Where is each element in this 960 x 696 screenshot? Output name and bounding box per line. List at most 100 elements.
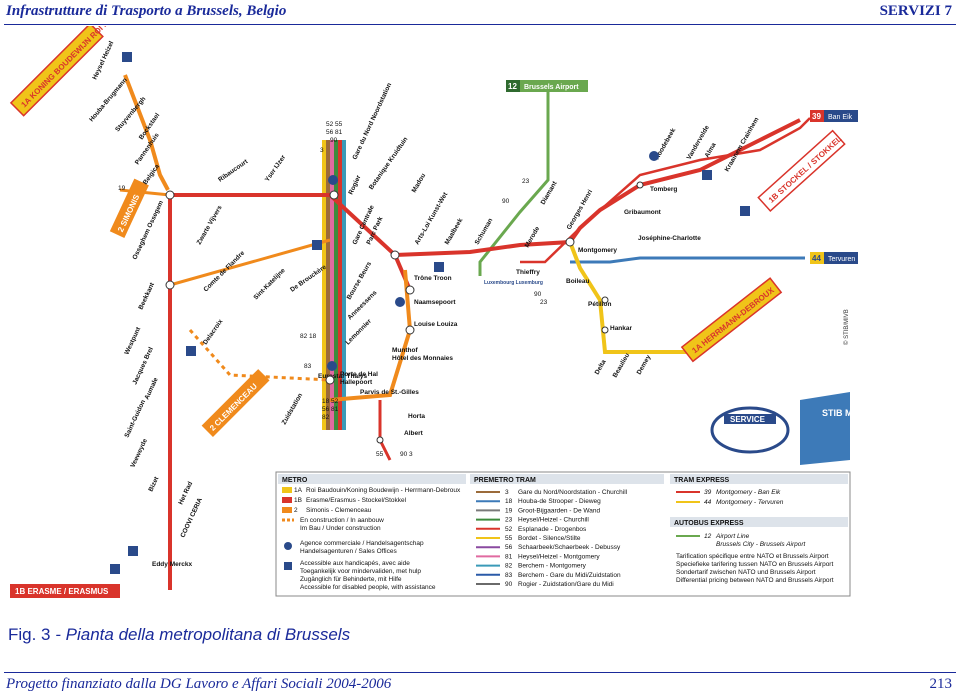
svg-text:TRAM EXPRESS: TRAM EXPRESS [674, 477, 730, 484]
line-1-east [394, 118, 801, 257]
terminal-clemenceau: 2 CLEMENCEAU [201, 369, 270, 437]
svg-text:1B STOCKEL / STOKKEL: 1B STOCKEL / STOKKEL [767, 134, 844, 204]
svg-text:Airport Line: Airport Line [715, 533, 750, 540]
badge-banelk: 39 Ban Eik [810, 110, 858, 122]
svg-text:19: 19 [118, 185, 126, 192]
svg-text:Trône Troon: Trône Troon [414, 275, 452, 282]
svg-text:39: 39 [812, 112, 821, 121]
svg-text:Sondertarif zwischen NATO und: Sondertarif zwischen NATO und Brussels A… [676, 569, 816, 576]
footer-text: Progetto finanziato dalla DG Lavoro e Af… [6, 676, 392, 692]
svg-text:Hankar: Hankar [610, 325, 633, 332]
svg-text:1A: 1A [294, 487, 303, 494]
svg-text:Lemonnier: Lemonnier [344, 318, 373, 347]
svg-text:Delacroix: Delacroix [202, 318, 225, 346]
svg-text:AUTOBUS EXPRESS: AUTOBUS EXPRESS [674, 520, 744, 527]
svg-text:Heysel Heizel: Heysel Heizel [91, 40, 115, 81]
svg-text:Zuidstation: Zuidstation [281, 392, 305, 426]
tram-legend-number: 23 [505, 517, 513, 524]
svg-text:Horta: Horta [408, 413, 425, 420]
svg-text:Accessible aux handicapés, ave: Accessible aux handicapés, avec aide [300, 560, 410, 567]
svg-text:Tervuren: Tervuren [828, 256, 855, 263]
terminal-stockel: 1B STOCKEL / STOKKEL [757, 129, 846, 213]
tram-legend-text: Bordet - Silence/Stilte [518, 535, 581, 542]
svg-text:44: 44 [704, 499, 712, 506]
svg-text:Ban Eik: Ban Eik [828, 114, 853, 121]
svg-text:Luxembourg Luxemburg: Luxembourg Luxemburg [484, 280, 543, 286]
svg-text:Madou: Madou [411, 172, 428, 194]
tram-legend-number: 83 [505, 572, 513, 579]
svg-text:Erasme/Erasmus - Stockel/Stokk: Erasme/Erasmus - Stockel/Stokkel [306, 497, 407, 504]
svg-text:Stuyvenbergh: Stuyvenbergh [114, 96, 147, 134]
wheelchair-icon [110, 52, 750, 574]
svg-text:Beekkant: Beekkant [137, 281, 156, 311]
tram-legend-number: 90 [505, 581, 513, 588]
stib-logo: STIB MIVB [800, 392, 868, 465]
svg-text:Zwarte Vijvers: Zwarte Vijvers [196, 204, 224, 246]
svg-text:Munthof: Munthof [392, 347, 418, 354]
page-header-title: Infrastrutture di Trasporto a Brussels, … [6, 3, 287, 19]
metro-map: 1A KONING BOUDEWIJN ROI BAUDOUIN 1B STOC… [9, 26, 868, 598]
svg-text:Comte de Flandre: Comte de Flandre [202, 249, 246, 293]
svg-text:Hallepoort: Hallepoort [340, 379, 373, 386]
tram-legend-number: 3 [505, 489, 509, 496]
info-icon [327, 151, 659, 371]
svg-text:90: 90 [534, 291, 542, 298]
svg-text:Brussels City - Brussels Airpo: Brussels City - Brussels Airport [716, 541, 807, 548]
svg-text:Demey: Demey [636, 354, 653, 376]
svg-text:Rogier: Rogier [347, 174, 362, 196]
svg-text:Porte de Hal: Porte de Hal [340, 371, 378, 378]
svg-text:90: 90 [502, 198, 510, 205]
svg-text:44: 44 [812, 254, 821, 263]
svg-text:Bizet: Bizet [147, 475, 160, 493]
tram-legend-text: Esplanade - Drogenbos [518, 526, 587, 533]
svg-text:Het Rad: Het Rad [177, 481, 194, 506]
badge-airport: 12 Brussels Airport [506, 80, 588, 92]
svg-text:Simonis - Clemenceau: Simonis - Clemenceau [306, 507, 372, 514]
tram-legend-number: 56 [505, 544, 513, 551]
svg-text:Differential pricing between N: Differential pricing between NATO and Br… [676, 577, 834, 584]
svg-text:Brussels Airport: Brussels Airport [524, 84, 579, 91]
svg-text:Agence commerciale / Handelsag: Agence commerciale / Handelsagentschap [300, 540, 424, 547]
svg-text:56 81: 56 81 [322, 406, 339, 413]
svg-text:Montgomery - Ban Eik: Montgomery - Ban Eik [716, 489, 781, 496]
svg-text:Montgomery: Montgomery [578, 247, 617, 254]
svg-text:Veeweyde: Veeweyde [129, 437, 149, 468]
line-44-route [570, 256, 805, 264]
svg-text:Joséphine-Charlotte: Joséphine-Charlotte [638, 235, 701, 242]
svg-text:Maalbeek: Maalbeek [444, 217, 465, 246]
line-1a-east [568, 241, 690, 354]
line-39-route [520, 117, 811, 264]
page-header-section: SERVIZI 7 [879, 3, 952, 19]
svg-text:Westpunt: Westpunt [123, 325, 142, 355]
page-number: 213 [929, 676, 953, 692]
tram-legend-number: 19 [505, 507, 513, 514]
svg-text:Aumale: Aumale [143, 376, 159, 401]
svg-text:Albert: Albert [404, 430, 424, 437]
svg-text:1A HERRMANN-DEBROUX: 1A HERRMANN-DEBROUX [690, 285, 776, 355]
svg-text:Montgomery - Tervuren: Montgomery - Tervuren [716, 499, 784, 506]
tram-legend-text: Berchem - Gare du Midi/Zuidstation [518, 572, 621, 579]
line-1b-west [168, 193, 412, 590]
line-2-loop [329, 269, 413, 402]
svg-text:METRO: METRO [282, 477, 308, 484]
svg-text:Zugänglich für Behinderte, mit: Zugänglich für Behinderte, mit Hilfe [300, 576, 402, 583]
line-1a-north [123, 74, 170, 191]
svg-text:39: 39 [704, 489, 712, 496]
svg-text:23: 23 [522, 178, 530, 185]
svg-text:52 55: 52 55 [326, 121, 343, 128]
tram-legend-text: Groot-Bijgaarden - De Wand [518, 507, 601, 514]
svg-text:82: 82 [322, 414, 330, 421]
svg-text:12: 12 [704, 533, 712, 540]
svg-text:Botanique Kruidtuin: Botanique Kruidtuin [368, 136, 410, 191]
service-logo: SERVICE [710, 406, 790, 454]
tram-legend-text: Gare du Nord/Noordstation - Churchill [518, 489, 628, 496]
tram-legend-text: Schaarbeek/Schaerbeek - Debussy [518, 544, 621, 551]
svg-text:Handelsagenturen / Sales Offic: Handelsagenturen / Sales Offices [300, 548, 397, 555]
svg-text:Pétillon: Pétillon [588, 301, 612, 308]
svg-text:Schuman: Schuman [474, 217, 495, 246]
tram-legend-number: 18 [505, 498, 513, 505]
header-divider [4, 24, 956, 25]
svg-text:3: 3 [320, 147, 324, 154]
svg-text:Tomberg: Tomberg [650, 186, 677, 193]
